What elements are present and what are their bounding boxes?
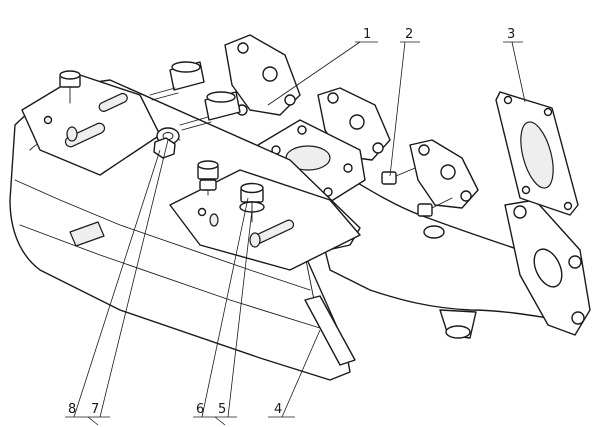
gasket [495,91,579,216]
leader-lines [65,41,526,426]
stud-spacer-upper [149,61,205,101]
manifold-flange-3 [409,139,479,209]
callout-4: 4 [274,402,282,417]
callout-1: 1 [363,27,371,42]
lower-bracket-plate [169,169,361,271]
callout-6: 6 [196,402,204,417]
manifold-outlet-flange [504,199,591,336]
manifold-flange-1 [224,34,301,116]
callout-8: 8 [68,402,76,417]
callout-2: 2 [405,27,413,42]
callouts: 1 2 3 4 5 6 7 8 [68,27,515,417]
bolt-middle [197,160,219,196]
callout-3: 3 [507,27,515,42]
callout-7: 7 [91,402,99,417]
callout-5: 5 [218,402,226,417]
stud-spacer-middle [179,91,241,131]
bolt-5-washer-6 [239,182,265,223]
manifold-bolts [381,167,453,239]
bolt-upper-left [59,70,81,104]
